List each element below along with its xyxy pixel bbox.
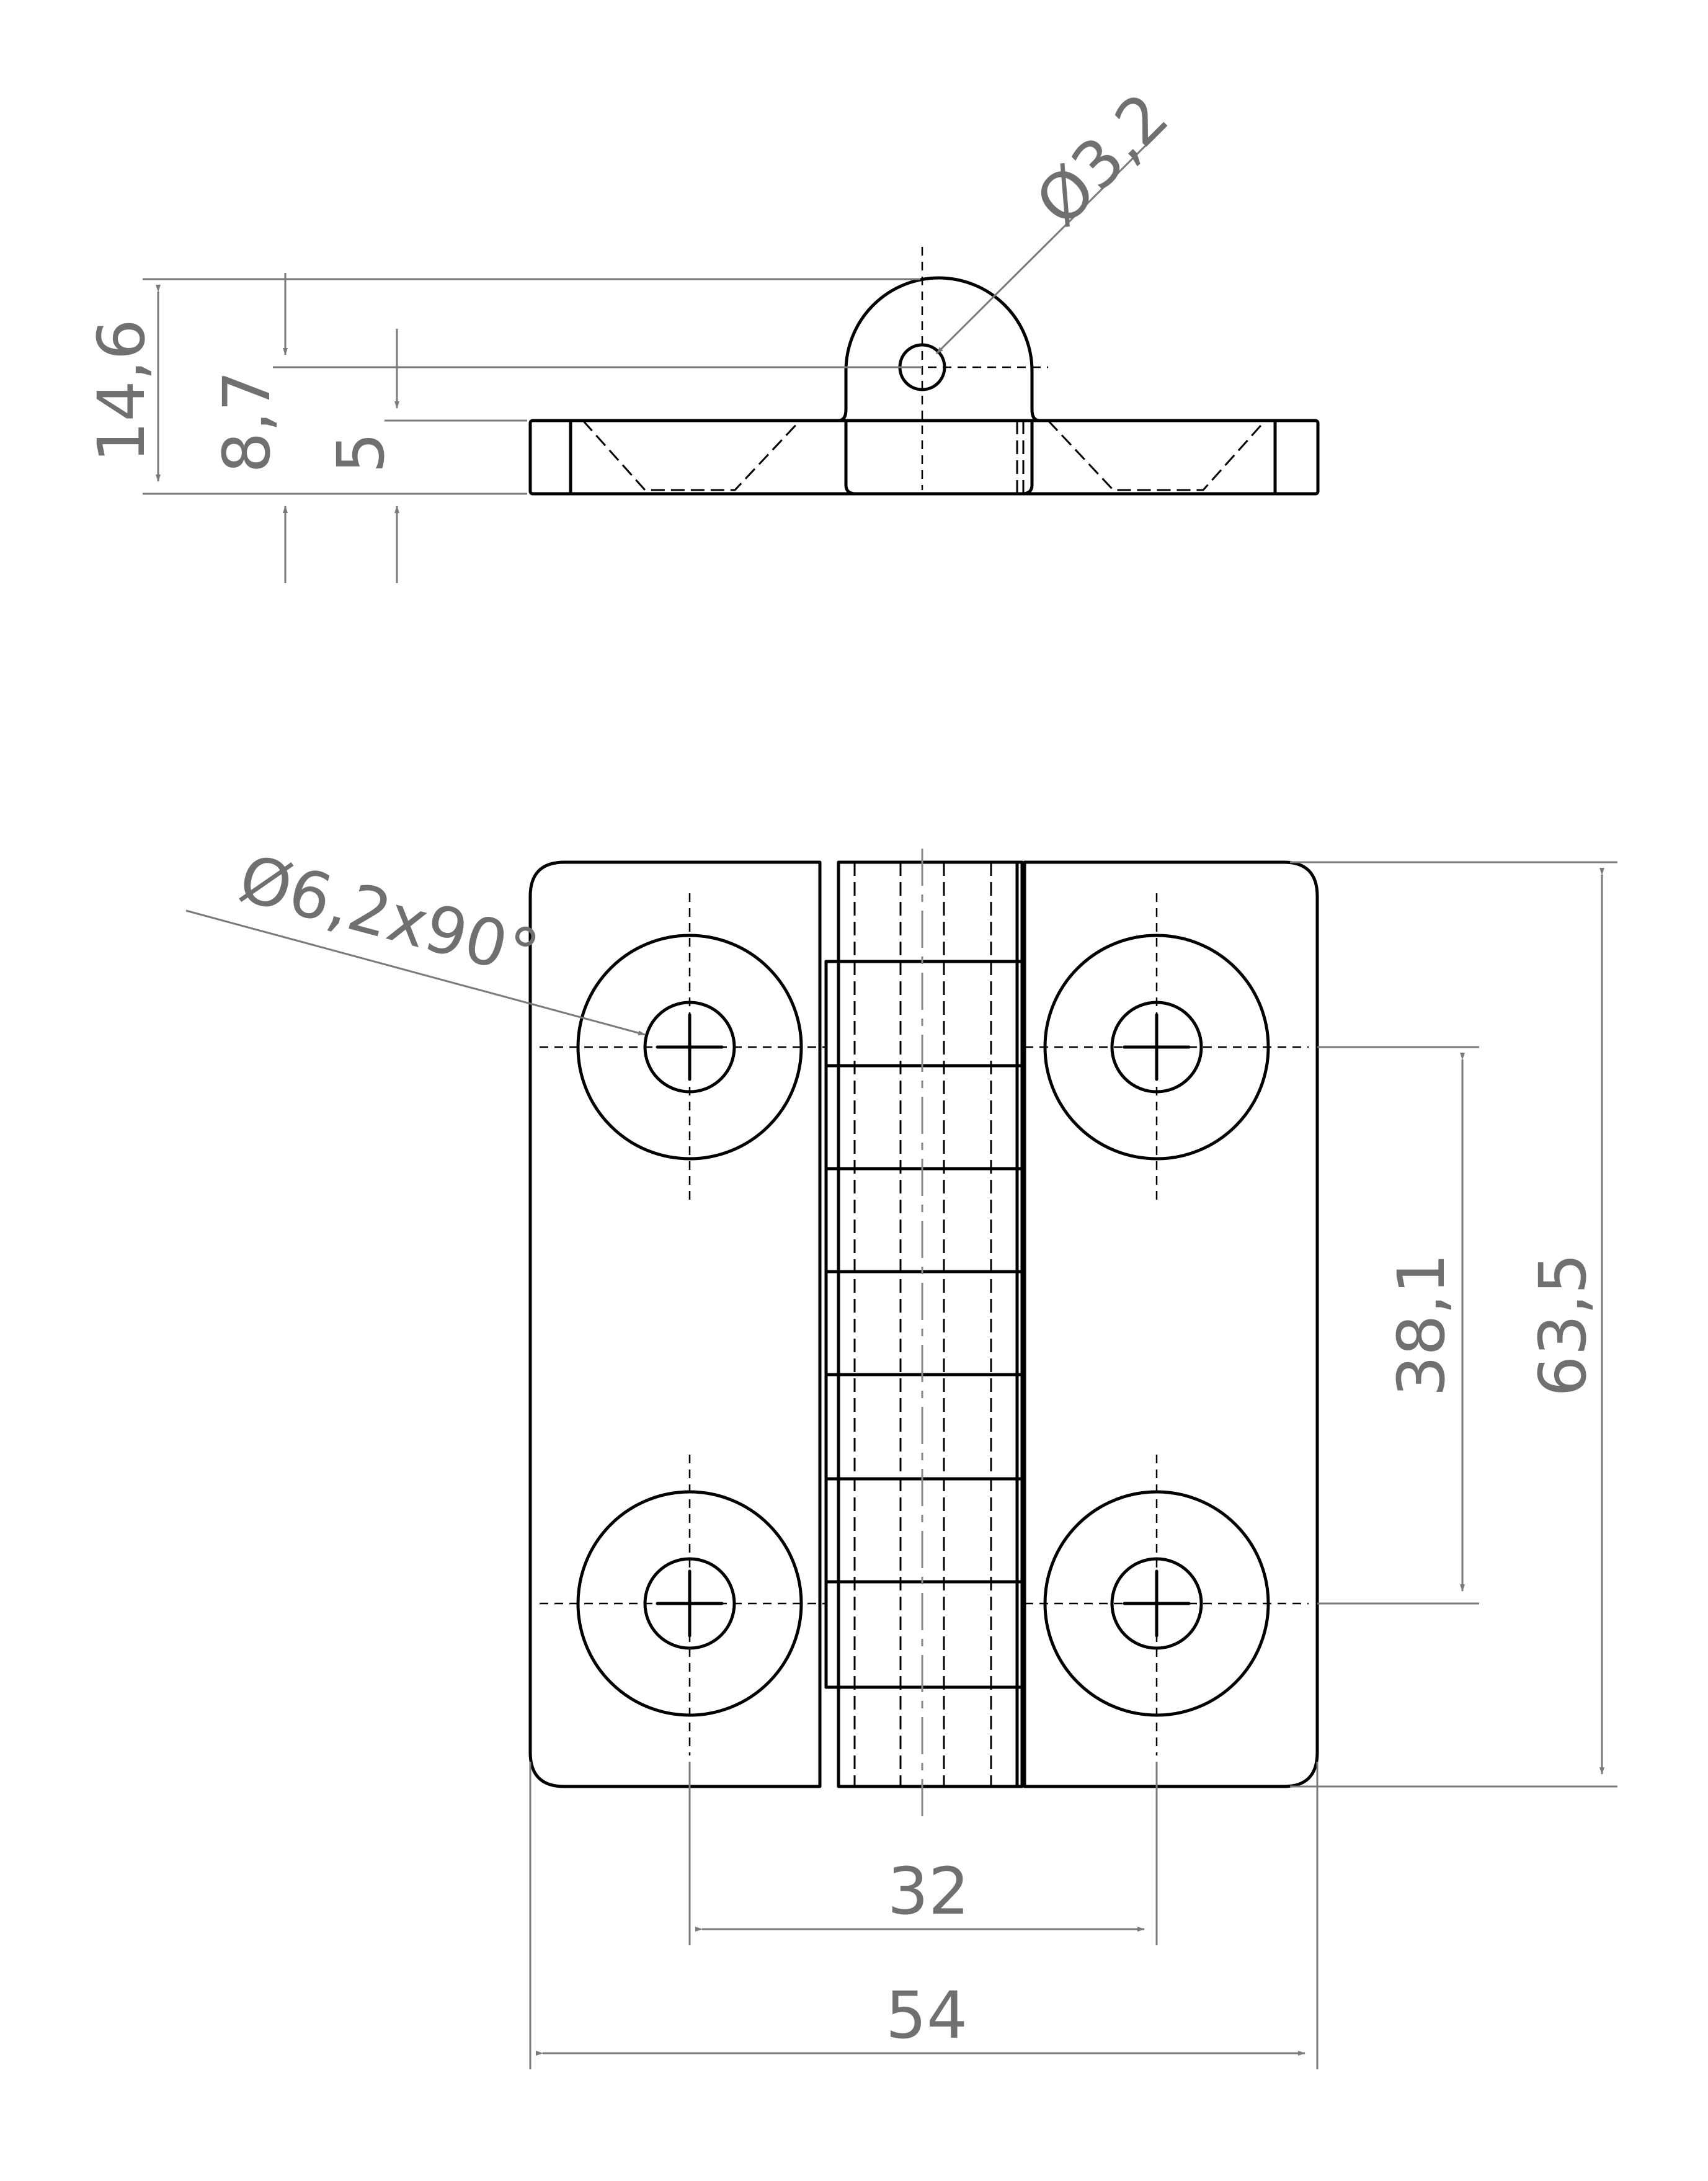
base-plate: [528, 419, 1320, 496]
hinge-barrel: [837, 860, 1024, 1788]
dim-leaf-thickness: 5: [323, 329, 527, 583]
dim-hole-spacing-horizontal: 32: [688, 1762, 1158, 1945]
hole-bottom-right: [1025, 1455, 1309, 1755]
dim-label-leaf-thickness: 5: [323, 432, 399, 473]
dim-countersink: Ø6,2x90°: [185, 840, 646, 1036]
knuckle-separators: [824, 960, 1026, 1689]
dim-overall-height: 14,6: [84, 278, 920, 495]
dim-label-hole-spacing-vertical: 38,1: [1384, 1253, 1459, 1397]
dim-label-countersink: Ø6,2x90°: [232, 840, 547, 992]
dim-label-pin-hole-diameter: Ø3,2: [1021, 79, 1183, 241]
dim-hole-spacing-vertical: 38,1: [1317, 1046, 1479, 1605]
dim-label-overall-length: 63,5: [1525, 1253, 1601, 1397]
left-leaf: [528, 860, 822, 1788]
countersink-hidden-right: [1047, 419, 1266, 491]
right-leaf: [1023, 860, 1319, 1788]
dim-label-pin-axis-height: 8,7: [209, 370, 285, 473]
countersink-hidden-left: [582, 419, 801, 491]
top-view: Ø6,2x90° 38,1 63,5 32 54: [185, 840, 1617, 2069]
hole-bottom-left: [540, 1455, 826, 1755]
hole-top-left: [540, 893, 826, 1201]
dim-pin-hole-diameter: Ø3,2: [935, 79, 1183, 355]
knuckle-inner-wall: [844, 419, 1034, 496]
hole-top-right: [1025, 893, 1309, 1201]
dim-label-overall-width: 54: [886, 1978, 967, 2053]
hidden-pin-lines: [853, 862, 992, 1786]
side-view: 14,6 8,7 5 Ø3,2: [84, 79, 1320, 583]
dim-label-hole-spacing-horizontal: 32: [887, 1853, 969, 1929]
dim-pin-axis-height: 8,7: [209, 273, 922, 583]
dim-label-overall-height: 14,6: [84, 319, 159, 463]
knuckle-outline: [837, 276, 1041, 422]
dim-overall-length: 63,5: [1290, 861, 1617, 1788]
dim-overall-width: 54: [529, 1762, 1319, 2069]
